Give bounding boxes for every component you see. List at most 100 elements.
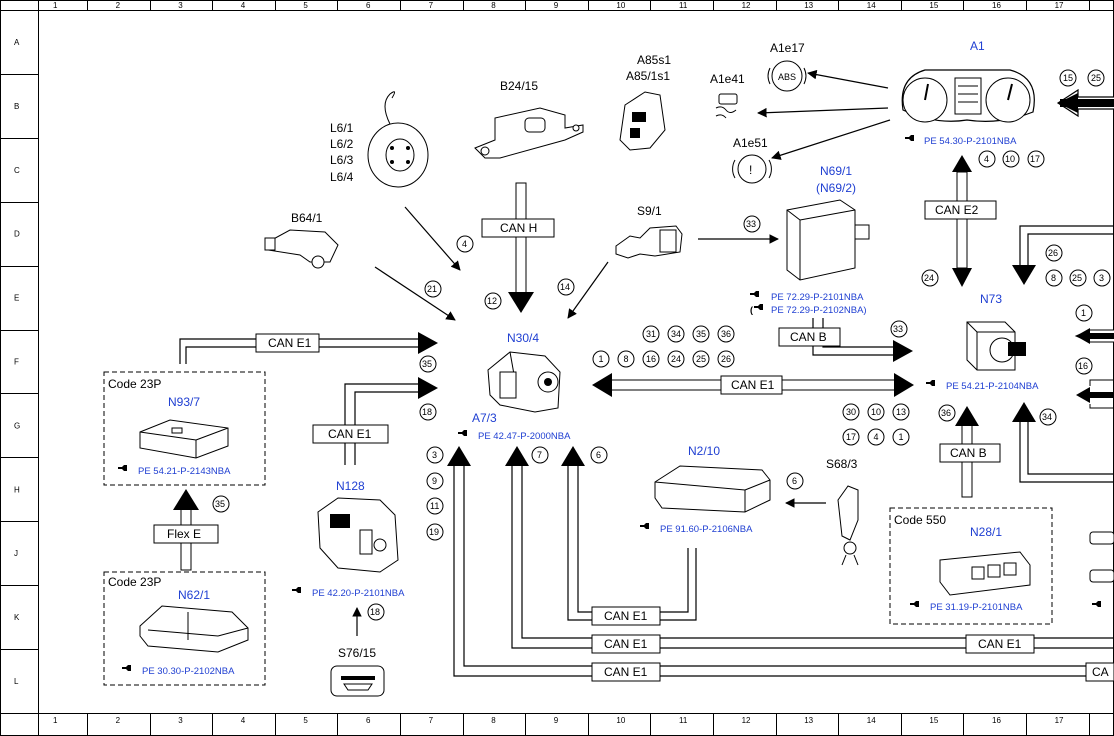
marker-6: 6 <box>596 450 601 460</box>
ruler-col-bottom: 8 <box>491 716 496 725</box>
marker-35-left: 35 <box>422 359 432 369</box>
can-e1-n128-link: CAN E1 18 <box>312 377 438 465</box>
a7-3-label: A7/3 <box>472 411 497 425</box>
a1-instrument-cluster: A1 PE 54.30-P-2101NBA <box>901 39 1035 147</box>
ruler-row-label: K <box>14 613 20 622</box>
warning-symbol: ! <box>749 163 752 177</box>
can-e1-top-label: CAN E1 <box>268 336 312 350</box>
marker-circle <box>692 350 710 368</box>
a1e17-abs-indicator: A1e17 ABS <box>767 41 807 92</box>
can-e1-bottom1-label: CAN E1 <box>604 609 648 623</box>
marker-18: 18 <box>422 407 432 417</box>
marker-34-right: 34 <box>1042 412 1052 422</box>
marker-12: 12 <box>487 296 497 306</box>
can-b-upper-link: CAN B 33 <box>778 318 913 362</box>
marker-circle <box>667 350 685 368</box>
can-e2-label: CAN E2 <box>935 203 979 217</box>
n128-label: N128 <box>336 479 365 493</box>
a1-ref: PE 54.30-P-2101NBA <box>924 136 1017 147</box>
marker-circle <box>642 325 660 343</box>
ruler-col-top: 2 <box>116 1 121 10</box>
can-e2-link: CAN E2 4 10 17 24 <box>921 150 1045 287</box>
ruler-col-bottom: 3 <box>178 716 183 725</box>
marker-m30: 30 <box>846 407 856 417</box>
a1e41-label: A1e41 <box>710 72 745 86</box>
n30-label: N30/4 <box>507 331 539 345</box>
b24-label: B24/15 <box>500 79 538 93</box>
n30-4-module: N30/4 A7/3 PE 42.47-P-2000NBA <box>458 331 571 442</box>
can-b-upper-label: CAN B <box>790 330 827 344</box>
marker-8: 8 <box>1051 273 1056 283</box>
ruler-row-label: J <box>14 549 18 558</box>
right-edge-partial-icons <box>1089 531 1114 607</box>
ruler-col-top: 11 <box>679 1 688 10</box>
n128-module: N128 PE 42.20-P-2101NBA 18 <box>292 479 405 636</box>
marker-m25c: 25 <box>696 354 706 364</box>
n2-10-label: N2/10 <box>688 444 720 458</box>
s68-3-switch: S68/3 6 <box>785 457 859 566</box>
ruler-col-bottom: 4 <box>241 716 246 725</box>
ruler-col-top: 6 <box>366 1 371 10</box>
marker-m16a: 16 <box>646 354 656 364</box>
marker-26: 26 <box>1048 248 1058 258</box>
marker-21: 21 <box>427 284 437 294</box>
ruler-col-bottom: 13 <box>804 716 813 725</box>
marker-m34a: 34 <box>671 329 681 339</box>
ruler-col-top: 17 <box>1055 1 1064 10</box>
ruler-col-top: 4 <box>241 1 246 10</box>
marker-m8b: 8 <box>624 354 629 364</box>
marker-17: 17 <box>1030 154 1040 164</box>
ruler-col-bottom: 9 <box>554 716 559 725</box>
can-e1-bottom3-label: CAN E1 <box>604 665 648 679</box>
n62-code: Code 23P <box>108 575 161 589</box>
can-e1-bottom2-right-label: CAN E1 <box>978 637 1022 651</box>
ruler-row-label: A <box>14 38 20 47</box>
n30-ref: PE 42.47-P-2000NBA <box>478 431 571 442</box>
n73-label: N73 <box>980 292 1002 306</box>
a1e51-indicator: A1e51 ! <box>732 136 772 184</box>
l6-2: L6/2 <box>330 137 354 151</box>
marker-35-flex: 35 <box>215 499 225 509</box>
bottom-bus-arrowheads <box>447 446 585 466</box>
bottom-can-e1-buses <box>453 465 1114 677</box>
marker-m13: 13 <box>896 407 906 417</box>
a1e51-label: A1e51 <box>733 136 768 150</box>
ruler-col-bottom: 17 <box>1055 716 1064 725</box>
marker-25: 25 <box>1091 73 1101 83</box>
can-e1-bottom3-right-label: CA <box>1092 665 1109 679</box>
marker-m4c: 4 <box>874 432 879 442</box>
a1e17-label: A1e17 <box>770 41 805 55</box>
marker-circle <box>642 350 660 368</box>
n93-code: Code 23P <box>108 377 161 391</box>
n69-ref2: PE 72.29-P-2102NBA) <box>771 305 867 316</box>
a85s1-label2: A85/1s1 <box>626 69 670 83</box>
flex-e-link: Flex E 35 <box>153 489 230 571</box>
n69-1-module: N69/1 (N69/2) PE 72.29-P-2101NBA ( PE 72… <box>750 164 870 316</box>
ruler-col-bottom: 6 <box>366 716 371 725</box>
b24-15-sensor: B24/15 <box>474 79 584 159</box>
a1-label: A1 <box>970 39 985 53</box>
ruler-col-bottom: 10 <box>616 716 625 725</box>
n28-code: Code 550 <box>894 513 946 527</box>
marker-11: 11 <box>430 501 439 511</box>
s9-1-switch: S9/1 14 33 <box>557 204 779 319</box>
can-e1-n128-label: CAN E1 <box>328 427 372 441</box>
can-b-lower-label: CAN B <box>950 446 987 460</box>
marker-m26b: 26 <box>721 354 731 364</box>
ruler-col-bottom: 5 <box>303 716 308 725</box>
n2-10-ref: PE 91.60-P-2106NBA <box>660 524 753 535</box>
marker-circle <box>617 350 635 368</box>
ruler-col-bottom: 7 <box>429 716 434 725</box>
marker-25b: 25 <box>1072 273 1082 283</box>
marker-10: 10 <box>1005 154 1015 164</box>
n28-label: N28/1 <box>970 525 1002 539</box>
n62-1-box: Code 23P N62/1 PE 30.30-P-2102NBA <box>103 571 266 686</box>
marker-circle <box>842 403 860 421</box>
ruler-col-bottom: 15 <box>929 716 938 725</box>
ruler-col-top: 7 <box>429 1 434 10</box>
ruler-col-top: 8 <box>491 1 496 10</box>
marker-7: 7 <box>537 450 542 460</box>
marker-9: 9 <box>432 476 437 486</box>
marker-m1c: 1 <box>899 432 904 442</box>
